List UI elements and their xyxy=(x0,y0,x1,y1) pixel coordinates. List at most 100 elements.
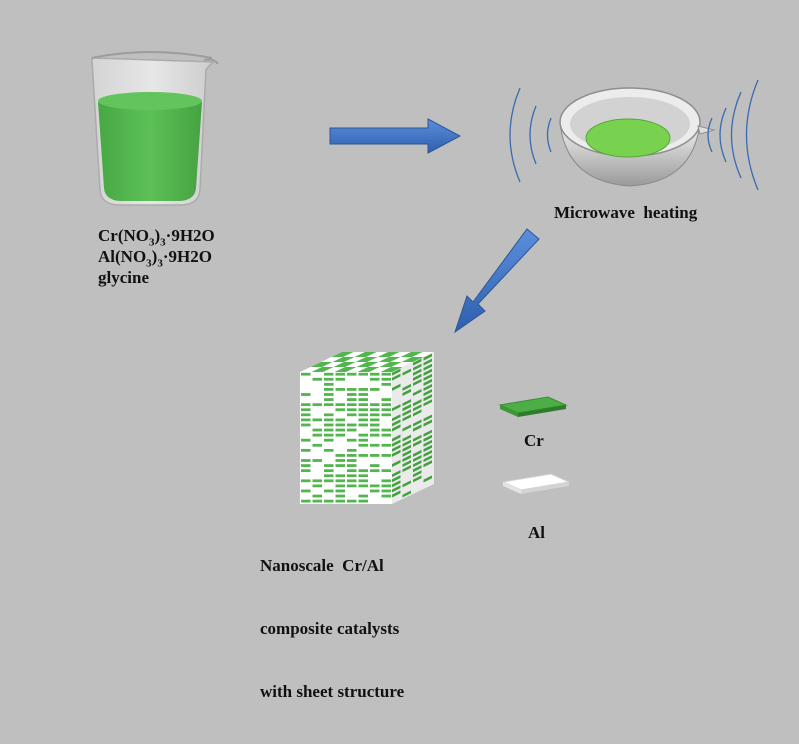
cube-front-tile xyxy=(324,377,334,381)
green-solution xyxy=(98,97,202,201)
cube-front-tile xyxy=(358,443,368,447)
cube-side-tile xyxy=(413,424,422,432)
cube-side-tile xyxy=(402,388,411,396)
cube-side-tile xyxy=(402,409,411,417)
cube-side-tile xyxy=(413,373,422,381)
cube-front-tile xyxy=(381,454,391,457)
cube-front-tile xyxy=(312,494,322,498)
cube-side-tile xyxy=(423,363,432,371)
cube-side-tile xyxy=(402,454,411,462)
cube-front-tile xyxy=(370,484,380,488)
cube-side-tile xyxy=(423,460,432,468)
cube-front-tile xyxy=(358,418,368,422)
cube-side-tile xyxy=(392,439,401,447)
cube-side-tile xyxy=(423,378,432,386)
cube-side-tile xyxy=(392,444,401,452)
diagram-canvas xyxy=(91,51,759,504)
cube-side-tile xyxy=(423,373,432,381)
cube-front-tile xyxy=(358,484,368,488)
cube-front-tile xyxy=(347,479,357,483)
cube-side-tile xyxy=(413,455,422,463)
cube-front-tile xyxy=(335,499,345,503)
cube-front-tile xyxy=(358,413,368,417)
beaker-icon xyxy=(91,51,219,206)
cube-front-tile xyxy=(301,469,311,473)
cube-front-tile xyxy=(347,469,357,473)
cube-front-tile xyxy=(370,428,380,432)
cube-front-tile xyxy=(347,454,357,457)
cr-legend-label: Cr xyxy=(524,431,544,450)
cube-front-tile xyxy=(301,459,311,462)
al-legend-label: Al xyxy=(528,523,545,542)
cube-top-tile xyxy=(310,362,333,367)
cube-top-tile xyxy=(400,352,423,357)
cube-side-tile xyxy=(402,383,411,391)
cube-front-tile xyxy=(358,388,368,391)
cube-front-tile xyxy=(358,408,368,412)
cube-side-tile xyxy=(402,449,411,457)
cube-front-tile xyxy=(381,398,391,401)
cube-front-tile xyxy=(347,388,357,391)
cube-front-tile xyxy=(370,403,380,407)
cube-front-tile xyxy=(358,438,368,442)
cube-side-tile xyxy=(402,460,411,468)
cube-front-tile xyxy=(347,464,357,467)
cube-front-tile xyxy=(370,413,380,417)
cube-front-tile xyxy=(335,408,345,412)
cube-side-tile xyxy=(413,434,422,442)
cube-front-tile xyxy=(358,403,368,407)
cube-front-tile xyxy=(370,443,380,447)
reagent-glycine: glycine xyxy=(98,268,149,287)
cube-front-tile xyxy=(347,408,357,412)
cube-side-tile xyxy=(423,389,432,397)
cube-top-tile xyxy=(356,362,379,367)
cube-side-tile xyxy=(413,404,422,412)
cube-side-tile xyxy=(392,449,401,457)
cube-front-tile xyxy=(358,474,368,478)
cube-front-tile xyxy=(381,479,391,483)
cube-front-tile xyxy=(358,469,368,473)
cube-side-tile xyxy=(413,389,422,397)
cube-side-tile xyxy=(402,414,411,422)
cube-side-tile xyxy=(413,368,422,376)
cube-side-tile xyxy=(392,414,401,422)
cube-side-tile xyxy=(413,465,422,473)
cube-side-tile xyxy=(413,409,422,417)
cube-front-tile xyxy=(370,464,380,467)
cube-front-tile xyxy=(358,423,368,427)
cube-front-tile xyxy=(381,408,391,412)
cube-front-tile xyxy=(381,372,391,376)
cube-front-tile xyxy=(381,484,391,488)
microwave-heating-label: Microwave heating xyxy=(554,203,698,222)
cube-front-tile xyxy=(381,413,391,417)
cube-front-tile xyxy=(381,433,391,437)
cr-sheet-icon xyxy=(498,396,568,417)
cube-side-tile xyxy=(392,404,401,412)
cube-front-tile xyxy=(335,454,345,457)
cube-front-tile xyxy=(301,413,311,417)
reagent-al-nitrate: Al(NO3)3·9H2O xyxy=(98,247,212,270)
cube-front-tile xyxy=(324,403,334,407)
cube-side-tile xyxy=(423,368,432,376)
cube-front-tile xyxy=(358,372,368,376)
cube-side-tile xyxy=(392,485,401,493)
cube-front-tile xyxy=(324,433,334,437)
arrow-right-icon xyxy=(329,118,462,154)
cube-front-tile xyxy=(347,459,357,462)
cube-front-tile xyxy=(301,479,311,483)
cube-top-tile xyxy=(357,367,380,372)
cube-front-tile xyxy=(301,438,311,442)
cube-top-tile xyxy=(401,357,424,362)
cube-side-tile xyxy=(423,450,432,458)
cube-side-tile xyxy=(392,373,401,381)
evaporating-dish-icon xyxy=(559,87,716,187)
cube-front-tile xyxy=(347,393,357,396)
cube-front-tile xyxy=(324,464,334,467)
cube-front-tile xyxy=(301,448,311,452)
cube-side-tile xyxy=(423,414,432,422)
synthesis-diagram: Cr(NO3)3·9H2O Al(NO3)3·9H2O glycine Micr… xyxy=(91,51,759,701)
cube-front-tile xyxy=(335,428,345,432)
cube-front-tile xyxy=(381,403,391,407)
cube-side-tile xyxy=(413,358,422,366)
cube-top-tile xyxy=(378,357,401,362)
